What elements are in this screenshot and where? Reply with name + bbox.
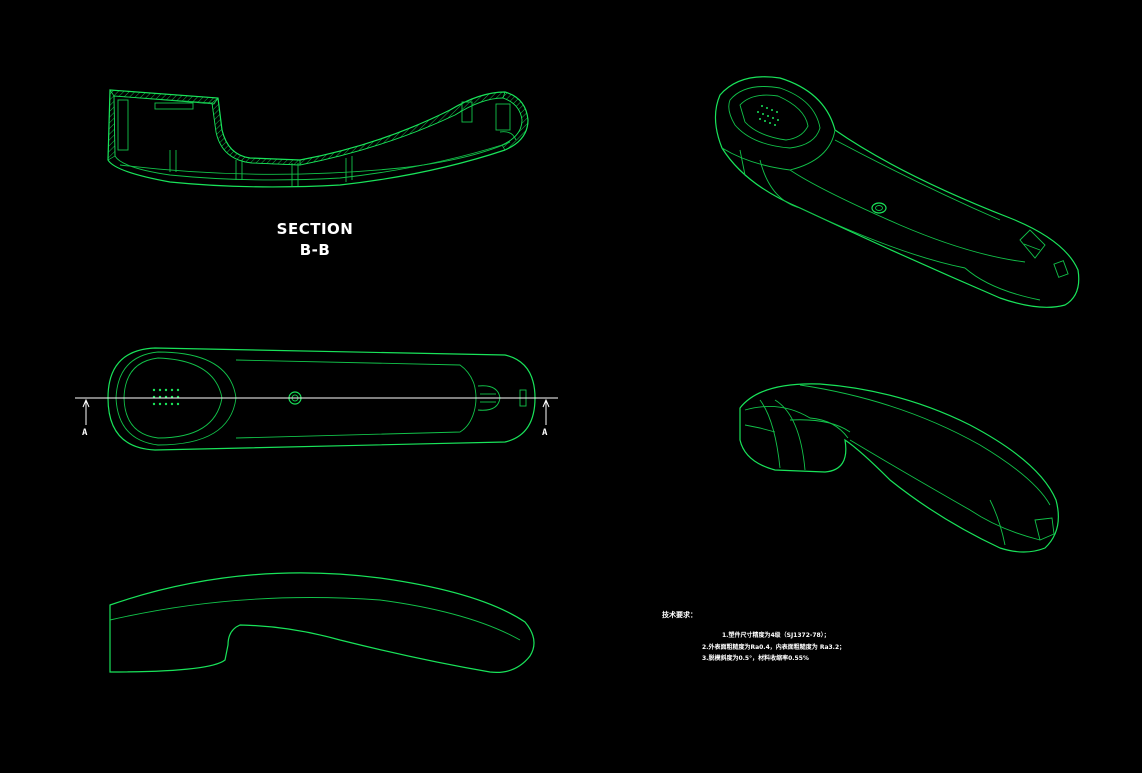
isometric-view-top <box>714 76 1080 308</box>
section-marker-left: A <box>82 428 88 438</box>
section-title-line1: SECTION <box>276 220 354 238</box>
earpiece-holes <box>152 388 180 406</box>
isometric-view-bottom <box>739 383 1059 553</box>
section-title-line2: B-B <box>299 241 331 259</box>
technical-requirement-1: 1.塑件尺寸精度为4级（SJ1372-78）； <box>722 632 830 639</box>
section-b-b-view <box>107 89 529 188</box>
front-view <box>109 572 535 674</box>
earpiece-holes-iso <box>757 105 779 126</box>
top-view <box>75 347 558 451</box>
technical-requirement-2: 2.外表面粗糙度为Ra0.4，内表面粗糙度为 Ra3.2； <box>702 644 846 651</box>
section-marker-right: A <box>542 428 548 438</box>
technical-requirements-heading: 技术要求： <box>662 611 697 619</box>
technical-requirement-3: 3.脱模斜度为0.5°，材料收缩率0.55% <box>702 655 809 662</box>
